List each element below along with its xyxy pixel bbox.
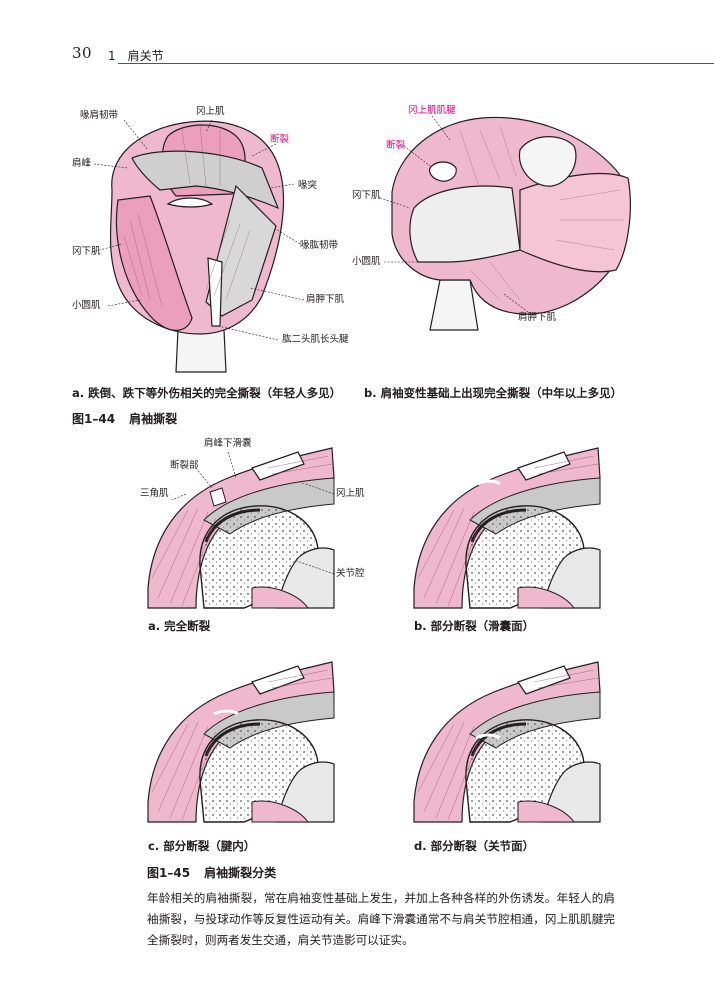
fig45d-caption: d. 部分断裂（关节面） xyxy=(414,839,535,853)
fig45c-caption: c. 部分断裂（腱内） xyxy=(148,839,256,853)
label-infraspinatus-b: 冈下肌 xyxy=(352,190,381,201)
label-subscapularis: 肩胛下肌 xyxy=(306,294,345,305)
label-supraspinatus: 冈上肌 xyxy=(196,106,225,117)
label-supraspinatus-45: 冈上肌 xyxy=(336,488,365,499)
fig44-title: 图1–44 肩袖撕裂 xyxy=(72,410,177,427)
label-teres-minor-b: 小圆肌 xyxy=(352,256,381,267)
body-paragraph: 年龄相关的肩袖撕裂，常在肩袖变性基础上发生，并加上各种各样的外伤诱发。年轻人的肩… xyxy=(147,891,615,947)
fig44a-caption: a. 跌倒、跌下等外伤相关的完全撕裂（年轻人多见） xyxy=(72,386,342,400)
label-teres-minor: 小圆肌 xyxy=(72,300,101,311)
page-number: 30 xyxy=(72,44,93,62)
label-tear-b: 断裂 xyxy=(386,140,406,151)
chapter-title: 1 肩关节 xyxy=(108,49,164,63)
label-coracoacromial-ligament: 喙肩韧带 xyxy=(80,110,119,121)
fig45b-caption: b. 部分断裂（滑囊面） xyxy=(414,619,535,633)
label-coracoid: 喙突 xyxy=(298,180,318,191)
fig44b-caption: b. 肩袖变性基础上出现完全撕裂（中年以上多见） xyxy=(364,386,623,400)
label-tear: 断裂 xyxy=(270,134,290,145)
fig45-title-text: 肩袖撕裂分类 xyxy=(204,866,277,880)
label-supraspinatus-tendon: 冈上肌肌腱 xyxy=(408,105,456,116)
header-rule xyxy=(118,63,714,65)
label-joint-cavity: 关节腔 xyxy=(336,568,365,579)
label-subacromial-bursa: 肩峰下滑囊 xyxy=(204,438,252,449)
fig44-title-number: 图1–44 xyxy=(72,412,116,426)
fig45-title: 图1–45 肩袖撕裂分类 xyxy=(147,864,276,881)
label-tear-site: 断裂部 xyxy=(170,460,199,471)
fig44-title-text: 肩袖撕裂 xyxy=(129,412,178,426)
label-acromion: 肩峰 xyxy=(72,158,92,169)
label-coracohumeral-ligament: 喙肱韧带 xyxy=(300,240,339,251)
fig45-title-number: 图1–45 xyxy=(147,866,191,880)
fig45a-caption: a. 完全断裂 xyxy=(148,619,211,633)
label-deltoid: 三角肌 xyxy=(140,488,169,499)
label-biceps-long-head: 肱二头肌长头腱 xyxy=(282,334,349,345)
label-infraspinatus: 冈下肌 xyxy=(72,246,101,257)
label-subscapularis-b: 肩胛下肌 xyxy=(518,312,557,323)
